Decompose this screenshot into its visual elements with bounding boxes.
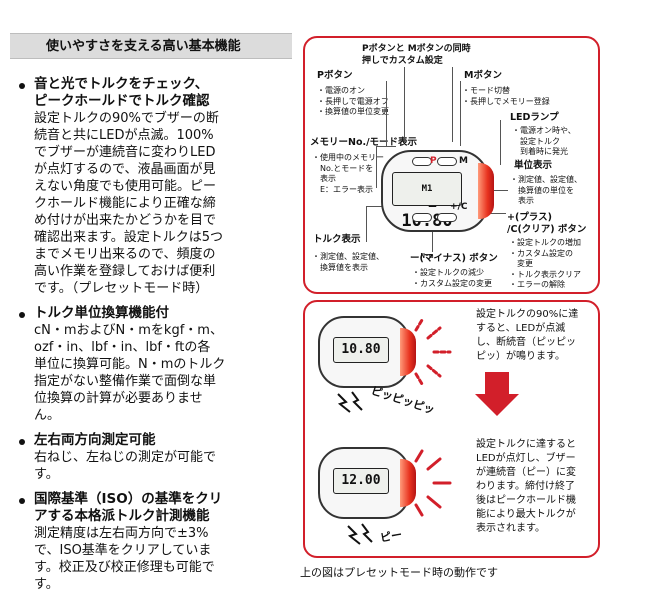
blink-description: 設定トルクの90%に達 すると、LEDが点滅 し、断続音（ピッピッ ピッ）が鳴り… <box>476 309 579 362</box>
torque-display-title: トルク表示 <box>313 234 361 245</box>
lit-description: 設定トルクに達すると LEDが点灯し、ブザー が連続音（ピー）に変 わります。締… <box>476 439 576 534</box>
minus-button[interactable] <box>412 213 432 222</box>
arrow-down-icon <box>485 372 509 396</box>
led-lamp-desc: ・電源オン時や、 設定トルク 到着時に発光 <box>512 126 576 156</box>
plus-clear-button[interactable] <box>437 213 457 222</box>
minus-button-title: ー(マイナス) ボタン <box>410 253 498 264</box>
feature-body: cN・mおよびN・mをkgf・m、 ozf・in、lbf・in、lbf・ftの各… <box>34 323 226 423</box>
feature-title: 左右両方向測定可能 <box>34 432 156 448</box>
led-lamp-title: LEDランプ <box>510 112 559 123</box>
lcd-display-90: 10.80 <box>333 337 389 363</box>
feature-body: 設定トルクの90%でブザーの断 続音と共にLEDが点滅。100% でブザーが連続… <box>34 111 223 296</box>
feature-body: 測定精度は左右両方向で±3% で、ISO基準をクリアしていま す。校正及び校正修… <box>34 526 215 592</box>
lcd-display: M1 10.80 N·m <box>392 172 462 260</box>
p-button-title: Pボタン <box>317 70 353 81</box>
bullet-icon <box>19 498 25 504</box>
leader-line <box>452 67 453 142</box>
arrow-down-head <box>475 394 519 416</box>
plus-key-label: +/C <box>450 202 468 212</box>
lcd-memory-no: M1 <box>421 184 433 194</box>
leader-line <box>366 206 394 207</box>
bullet-icon <box>19 312 25 318</box>
unit-display-title: 単位表示 <box>514 160 553 171</box>
feature-list: 音と光でトルクをチェック、 ピークホールドでトルク確認 設定トルクの90%でブザ… <box>14 76 284 601</box>
plus-clear-button-title: +(プラス) /C(クリア) ボタン <box>507 212 587 235</box>
pm-both-label: Pボタンと Mボタンの同時 押しでカスタム設定 <box>362 44 471 66</box>
p-button[interactable] <box>412 157 432 166</box>
lcd-unit: N·m <box>420 252 434 260</box>
lit-burst-icon <box>414 449 452 517</box>
diagram-caption: 上の図はプレセットモード時の動作です <box>300 566 498 579</box>
blink-burst-icon <box>414 318 452 386</box>
bullet-icon <box>19 83 25 89</box>
feature-body: 右ねじ、左ねじの測定が可能で す。 <box>34 450 217 482</box>
feature-item-sound-light: 音と光でトルクをチェック、 ピークホールドでトルク確認 設定トルクの90%でブザ… <box>14 76 284 297</box>
leader-line <box>386 81 387 146</box>
leader-line <box>376 146 377 188</box>
bullet-icon <box>19 439 25 445</box>
p-button-desc: ・電源のオン ・長押しで電源オフ ・換算値の単位変更 <box>317 86 389 116</box>
lcd-display-100: 12.00 <box>333 468 389 494</box>
led-lamp-icon <box>478 163 494 219</box>
leader-line <box>432 222 433 252</box>
p-key-label: P <box>430 156 437 166</box>
feature-item-unit-conversion: トルク単位換算機能付 cN・mおよびN・mをkgf・m、 ozf・in、lbf・… <box>14 305 284 424</box>
unit-display-desc: ・測定値、設定値、 換算値の単位を 表示 <box>510 175 582 205</box>
feature-item-bidirectional: 左右両方向測定可能 右ねじ、左ねじの測定が可能で す。 <box>14 432 284 483</box>
memory-display-desc: ・使用中のメモリー No.とモードを 表示 E：エラー表示 <box>312 153 384 194</box>
minus-button-desc: ・設定トルクの減少 ・カスタム設定の変更 <box>412 268 492 288</box>
sound-wave-icon <box>347 523 373 545</box>
feature-title: トルク単位換算機能付 <box>34 305 169 321</box>
feature-title: 音と光でトルクをチェック、 ピークホールドでトルク確認 <box>34 76 210 109</box>
section-header: 使いやすさを支える高い基本機能 <box>10 33 292 59</box>
torque-display-desc: ・測定値、設定値、 換算値を表示 <box>312 252 384 272</box>
leader-line <box>500 120 501 165</box>
m-key-label: M <box>459 156 468 166</box>
led-blinking-icon <box>400 328 416 376</box>
m-button-desc: ・モード切替 ・長押しでメモリー登録 <box>462 86 550 106</box>
minus-key-label: ー <box>428 203 438 213</box>
memory-display-title: メモリーNo./モード表示 <box>310 137 418 148</box>
leader-line <box>366 206 367 242</box>
plus-clear-button-desc: ・設定トルクの増加 ・カスタム設定の 変更 ・トルク表示クリア ・エラーの解除 <box>509 238 581 289</box>
leader-line <box>376 146 396 147</box>
led-lit-icon <box>400 459 416 507</box>
m-button[interactable] <box>437 157 457 166</box>
feature-title: 国際基準（ISO）の基準をクリ アする本格派トルク計測機能 <box>34 491 223 524</box>
feature-item-iso: 国際基準（ISO）の基準をクリ アする本格派トルク計測機能 測定精度は左右両方向… <box>14 491 284 593</box>
leader-line <box>404 67 405 142</box>
sound-wave-icon <box>337 391 363 413</box>
m-button-title: Mボタン <box>464 70 502 81</box>
leader-line <box>460 81 461 146</box>
